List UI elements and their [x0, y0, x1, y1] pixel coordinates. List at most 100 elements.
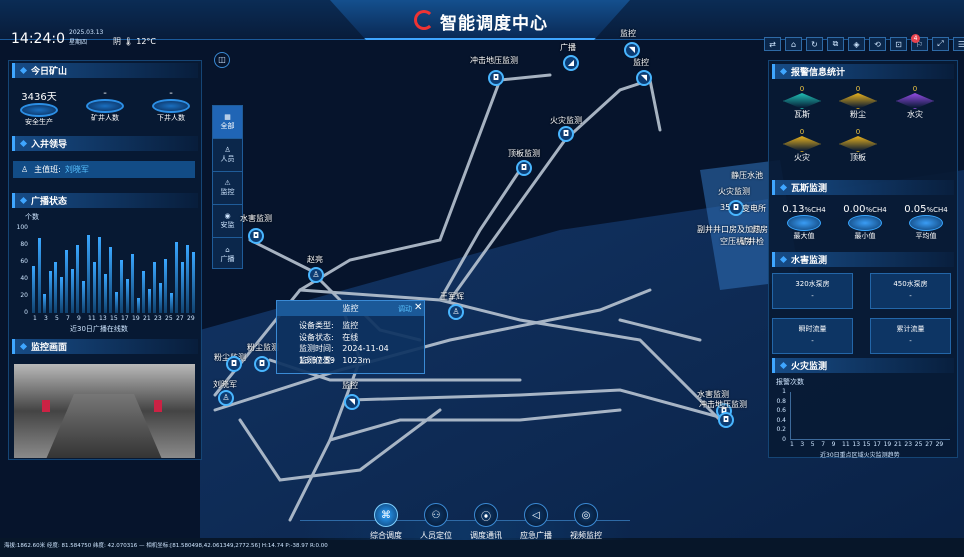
bar-day-8	[70, 268, 74, 313]
bar-day-18	[125, 279, 129, 313]
flow-instant[interactable]: 瞬时流量 -	[772, 318, 853, 354]
alarm-count: 0	[799, 85, 805, 93]
device-popup[interactable]: 监控 调动 ✕ 设备类型: 监控 设备状态: 在线 监测时间: 2024-11-…	[276, 300, 425, 374]
leader-name: 刘晓军	[64, 165, 89, 174]
bar-day-5	[54, 262, 57, 313]
frame-tool-icon[interactable]: ⊡	[890, 37, 907, 51]
nav-item-personnel[interactable]: ♙人员	[213, 139, 242, 172]
map-marker-icon[interactable]: ♙	[308, 267, 324, 283]
flow-total[interactable]: 累计流量-	[870, 318, 951, 354]
map-label: 冲击地压监测	[470, 56, 518, 65]
swap-tool-icon[interactable]: ⇄	[764, 37, 781, 51]
bottom-nav-item[interactable]: ⦿调度通讯	[466, 503, 506, 541]
safety-icon: ◉	[224, 212, 231, 220]
nav-item-safety[interactable]: ◉安监	[213, 205, 242, 238]
gas-cylinder-icon	[787, 215, 821, 231]
bottom-nav-icon: ⚇	[424, 503, 448, 527]
layers-tool-icon[interactable]: ⧉	[827, 37, 844, 51]
pump-label: 450水泵房	[893, 280, 928, 288]
map-label: 广播	[560, 43, 576, 52]
y-tick-label: 60	[20, 258, 28, 265]
y-tick-label: 0.4	[776, 416, 786, 424]
pump-label: 瞬时流量	[798, 325, 827, 333]
nav-item-all[interactable]: ▦全部	[213, 106, 242, 139]
gas-cylinder-icon	[848, 215, 882, 231]
map-marker-icon[interactable]: ♙	[448, 304, 464, 320]
gas-header: 瓦斯监测	[772, 180, 954, 195]
bar-day-15	[109, 246, 112, 313]
broadcast-icon: ⌂	[225, 245, 230, 254]
y-tick-label: 0.6	[776, 407, 786, 415]
map-label: 监控	[342, 381, 358, 390]
map-marker-icon[interactable]: ♙	[218, 390, 234, 406]
menu-tool-icon[interactable]: ☰	[953, 37, 964, 51]
water-header: 水害监测	[772, 252, 954, 267]
pump-450[interactable]: 450水泵房-	[870, 273, 951, 309]
map-marker-icon[interactable]: ◘	[728, 200, 744, 216]
bottom-nav-label: 综合调度	[370, 531, 402, 540]
map-label: 刘晓军	[213, 380, 237, 389]
map-marker-icon[interactable]: ◥	[624, 42, 640, 58]
popup-tag[interactable]: 调动	[398, 305, 412, 313]
bar-day-26	[169, 292, 173, 313]
alarm-gem-icon	[839, 136, 877, 152]
map-marker-icon[interactable]: ◘	[226, 356, 242, 372]
map-marker-icon[interactable]: ◘	[516, 160, 532, 176]
popup-value: 监控	[342, 321, 359, 330]
x-tick-label: 7	[66, 315, 70, 322]
popup-key: 监测位置:	[299, 355, 334, 365]
leader-label: 主值班:	[34, 165, 61, 174]
rotate-tool-icon[interactable]: ⟲	[869, 37, 886, 51]
y-tick-label: 0.8	[776, 397, 786, 405]
leader-row[interactable]: ♙ 主值班: 刘晓军	[13, 161, 195, 178]
x-tick-label: 19	[883, 441, 892, 448]
fullscreen-tool-icon[interactable]: ⤢	[932, 37, 949, 51]
broadcast-unit: 个数	[25, 213, 39, 221]
x-tick-label: 1	[33, 315, 37, 322]
nav-item-monitor[interactable]: ⚠监控	[213, 172, 242, 205]
map-label: 矿井检	[740, 237, 764, 246]
map-marker-icon[interactable]: ◘	[718, 412, 734, 428]
home-tool-icon[interactable]: ⌂	[785, 37, 802, 51]
pump-320[interactable]: 320水泵房-	[772, 273, 853, 309]
refresh-tool-icon[interactable]: ↻	[806, 37, 823, 51]
pump-value: -	[811, 337, 814, 345]
bar-day-11	[87, 234, 90, 313]
bottom-nav-item[interactable]: ⌘综合调度	[366, 503, 406, 541]
fire-caption: 近30日重点区域火灾监测趋势	[820, 452, 900, 459]
x-tick-label: 17	[121, 315, 129, 322]
bottom-nav-item[interactable]: ⚇ 人员定位	[416, 503, 456, 541]
layers-button-icon[interactable]: ◫	[214, 52, 230, 68]
alarm-gem-icon	[783, 136, 821, 152]
camera-feed[interactable]	[14, 364, 195, 458]
category-nav: ▦全部 ♙人员 ⚠监控 ◉安监 ⌂广播	[212, 105, 243, 269]
alarm-gem-icon	[839, 93, 877, 109]
date-block: 2025.03.13 星期四	[69, 28, 103, 48]
stat-underground-label: 下井人数	[157, 114, 185, 122]
cube-tool-icon[interactable]: ◈	[848, 37, 865, 51]
gas-label: 最大值	[793, 232, 815, 240]
map-marker-icon[interactable]: ◥	[636, 70, 652, 86]
x-tick-label: 3	[44, 315, 48, 322]
map-marker-icon[interactable]: ◘	[248, 228, 264, 244]
popup-key: 设备类型:	[299, 321, 334, 330]
x-tick-label: 13	[99, 315, 107, 322]
bottom-nav-item[interactable]: ◁应急广播	[516, 503, 556, 541]
map-marker-icon[interactable]: ◢	[563, 55, 579, 71]
map-marker-icon[interactable]: ◘	[488, 70, 504, 86]
map-marker-icon[interactable]: ◥	[344, 394, 360, 410]
bottom-nav-label: 人员定位	[420, 531, 452, 540]
map-marker-icon[interactable]: ◘	[254, 356, 270, 372]
y-tick-label: 1	[782, 388, 786, 395]
nav-item-broadcast[interactable]: ⌂广播	[213, 238, 242, 271]
close-icon[interactable]: ✕	[414, 302, 423, 313]
bottom-nav-item[interactable]: ◎视频监控	[566, 503, 606, 541]
map-marker-icon[interactable]: ◘	[558, 126, 574, 142]
stat-miners-value: -	[103, 88, 107, 99]
